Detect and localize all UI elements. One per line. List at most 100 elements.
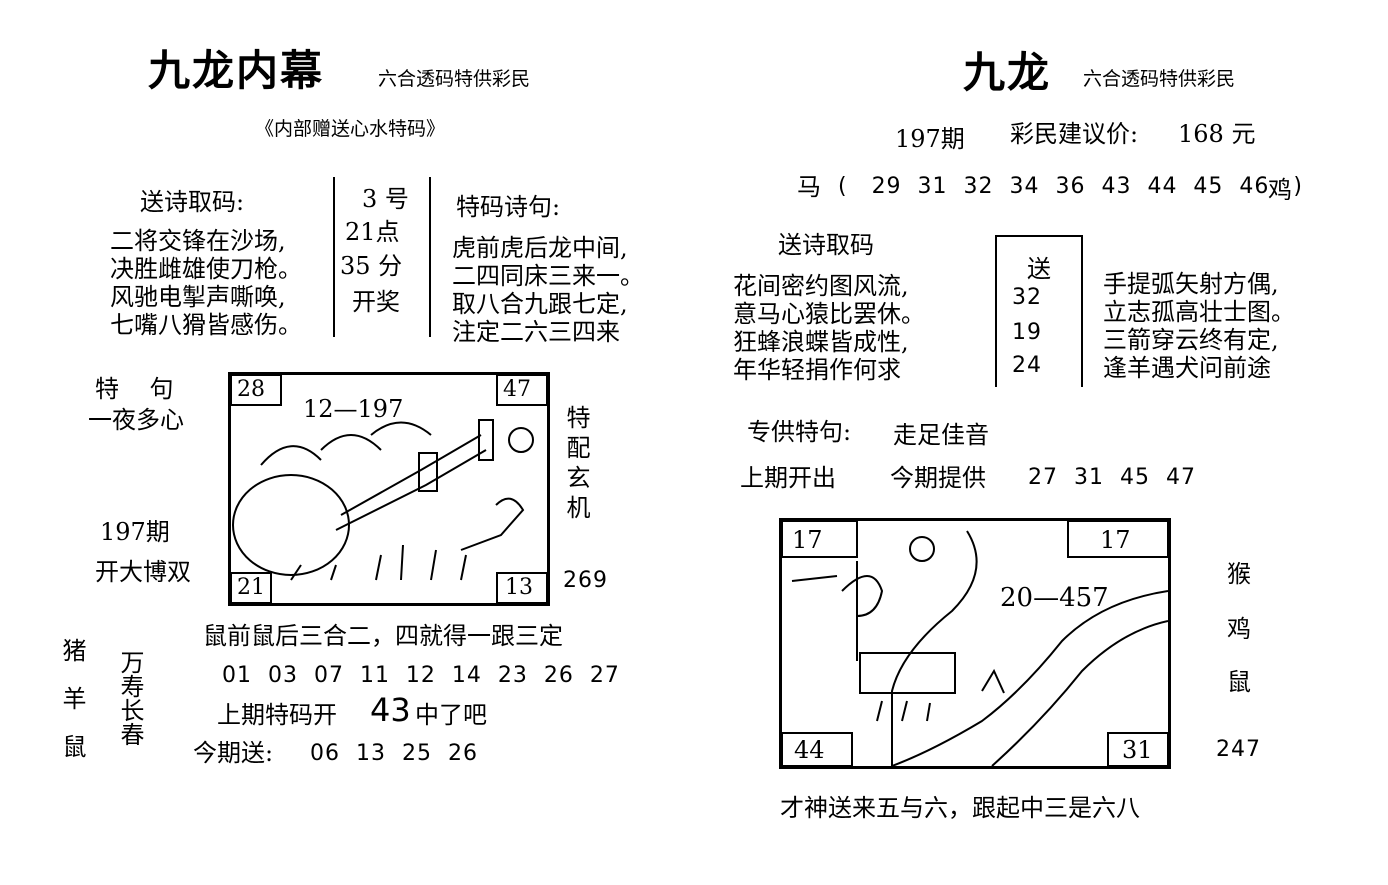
right-poem-line: 狂蜂浪蝶皆成性, <box>733 328 909 356</box>
left-subtitle: 六合透码特供彩民 <box>378 68 531 90</box>
side-zodiac: 鸡 <box>1227 615 1251 643</box>
special-poem-line: 二四同床三来一。 <box>452 262 644 290</box>
right-mid-item: 32 <box>1012 285 1042 310</box>
right-title: 九龙 <box>963 48 1052 97</box>
price-value: 168 元 <box>1178 120 1256 148</box>
left-today-label: 今期送: <box>193 739 274 767</box>
picture-number: 44 <box>794 736 825 764</box>
draw-time-line: 35 分 <box>340 252 403 280</box>
picture-number: 31 <box>1122 736 1153 764</box>
zodiac-vertical: 猪羊鼠 <box>58 638 86 782</box>
picture-corner-box <box>231 375 282 406</box>
last-issue-prefix: 上期特码开 <box>217 701 337 729</box>
draw-time-line: 21点 <box>345 218 400 246</box>
river-bank <box>891 590 1168 766</box>
left-issue: 197期 <box>100 518 170 546</box>
left-today-numbers: 06 13 25 26 <box>310 741 478 766</box>
right-poem-label: 送诗取码 <box>778 231 874 259</box>
right-poem-line: 意马心猿比罢休。 <box>733 300 925 328</box>
river-bank <box>891 530 978 766</box>
picture-number: 21 <box>237 575 265 600</box>
right-poem-line: 逢羊遇犬问前途 <box>1103 354 1271 382</box>
last-out-label: 上期开出 <box>740 464 836 492</box>
left-clue-picture: 28 47 21 13 12—197 <box>228 372 550 606</box>
right-mid-box <box>995 235 1083 387</box>
figure-strokes <box>460 497 525 551</box>
horse-numbers: ( 29 31 32 34 36 43 44 45 46 ) <box>838 174 1303 199</box>
left-poem-line: 风驰电掣声嘶唤, <box>110 283 286 311</box>
left-poem-line: 二将交锋在沙场, <box>110 227 286 255</box>
right-poem-line: 立志孤高壮士图。 <box>1103 298 1295 326</box>
left-poem-label: 送诗取码: <box>140 188 245 216</box>
rooster-label: 鸡 <box>1268 176 1292 204</box>
right-mid-item: 19 <box>1012 320 1042 345</box>
picture-number: 17 <box>1100 526 1131 554</box>
right-side-number: 247 <box>1216 737 1261 762</box>
left-poem-line: 决胜雌雄使刀枪。 <box>110 255 302 283</box>
special-poem-label: 特码诗句: <box>456 193 561 221</box>
special-poem-line: 取八合九跟七定, <box>452 290 628 318</box>
picture-corner-box <box>496 375 547 406</box>
last-issue-number: 43 <box>370 691 411 729</box>
draw-time-line: 开奖 <box>352 288 400 316</box>
side-zodiac: 猴 <box>1227 560 1251 588</box>
picture-corner-box <box>231 572 272 603</box>
cloud-strokes <box>260 421 432 466</box>
right-poem-left: 花间密约图风流, 意马心猿比罢休。 狂蜂浪蝶皆成性, 年华轻捐作何求 <box>733 272 925 384</box>
right-picture-drawing <box>782 521 1168 766</box>
right-poem-line: 花间密约图风流, <box>733 272 909 300</box>
picture-number: 28 <box>237 377 265 402</box>
right-poem-line: 年华轻捐作何求 <box>733 356 901 384</box>
right-today-numbers: 27 31 45 47 <box>1028 465 1196 490</box>
left-issue-note: 开大博双 <box>95 558 191 586</box>
picture-number: 47 <box>503 377 531 402</box>
picture-corner-box <box>782 521 858 558</box>
right-subtitle: 六合透码特供彩民 <box>1083 68 1236 90</box>
last-issue-suffix: 中了吧 <box>415 701 487 729</box>
picture-number: 12—197 <box>303 395 404 423</box>
small-circle <box>508 427 534 453</box>
longevity-vertical: 万寿长春 <box>116 650 144 746</box>
spear-line <box>340 434 482 516</box>
side-vertical-text: 特配玄机 <box>562 405 590 525</box>
draw-time-box <box>333 177 431 337</box>
price-label: 彩民建议价: <box>1010 120 1139 148</box>
spear-grip <box>418 452 438 492</box>
right-poem-line: 三箭穿云终有定, <box>1103 326 1279 354</box>
sun-circle <box>909 536 935 562</box>
picture-number: 20—457 <box>1000 583 1109 613</box>
picture-number: 17 <box>792 526 823 554</box>
spear-grip <box>478 419 494 461</box>
rat-line: 鼠前鼠后三合二，四就得一跟三定 <box>203 622 563 650</box>
picture-corner-box <box>1107 732 1168 766</box>
picture-corner-box <box>1067 521 1168 558</box>
draw-time-line: 3 号 <box>362 185 409 213</box>
left-gift-line: 《内部赠送心水特码》 <box>255 118 446 140</box>
left-poem-line: 七嘴八猾皆感伤。 <box>110 311 302 339</box>
special-phrase-label: 特 句 <box>95 375 174 403</box>
tree-strokes <box>841 561 884 661</box>
grass-strokes <box>290 544 467 581</box>
special-poem-line: 虎前虎后龙中间, <box>452 234 628 262</box>
special-poem-line: 注定二六三四来 <box>452 318 620 346</box>
left-number-list: 01 03 07 11 12 14 23 26 27 <box>222 663 620 688</box>
grass-strokes <box>791 575 1005 722</box>
picture-corner-box <box>782 732 853 766</box>
right-today-label: 今期提供 <box>890 464 986 492</box>
horse-label: 马 <box>797 173 821 201</box>
left-picture-drawing <box>231 375 547 603</box>
special-poem: 虎前虎后龙中间, 二四同床三来一。 取八合九跟七定, 注定二六三四来 <box>452 234 644 346</box>
sun-circle <box>232 474 350 576</box>
right-special-phrase: 走足佳音 <box>893 421 989 449</box>
right-issue: 197期 <box>895 125 965 153</box>
right-mid-item: 送 <box>1027 255 1051 283</box>
picture-corner-box <box>496 572 547 603</box>
river-bank <box>991 620 1168 766</box>
side-number: 269 <box>563 568 608 593</box>
right-mid-item: 24 <box>1012 353 1042 378</box>
side-zodiac: 鼠 <box>1227 668 1251 696</box>
right-poem-right: 手提弧矢射方偶, 立志孤高壮士图。 三箭穿云终有定, 逢羊遇犬问前途 <box>1103 270 1295 382</box>
special-phrase: 一夜多心 <box>88 406 184 434</box>
right-bottom-line: 才神送来五与六，跟起中三是六八 <box>780 794 1140 822</box>
right-poem-line: 手提弧矢射方偶, <box>1103 270 1279 298</box>
